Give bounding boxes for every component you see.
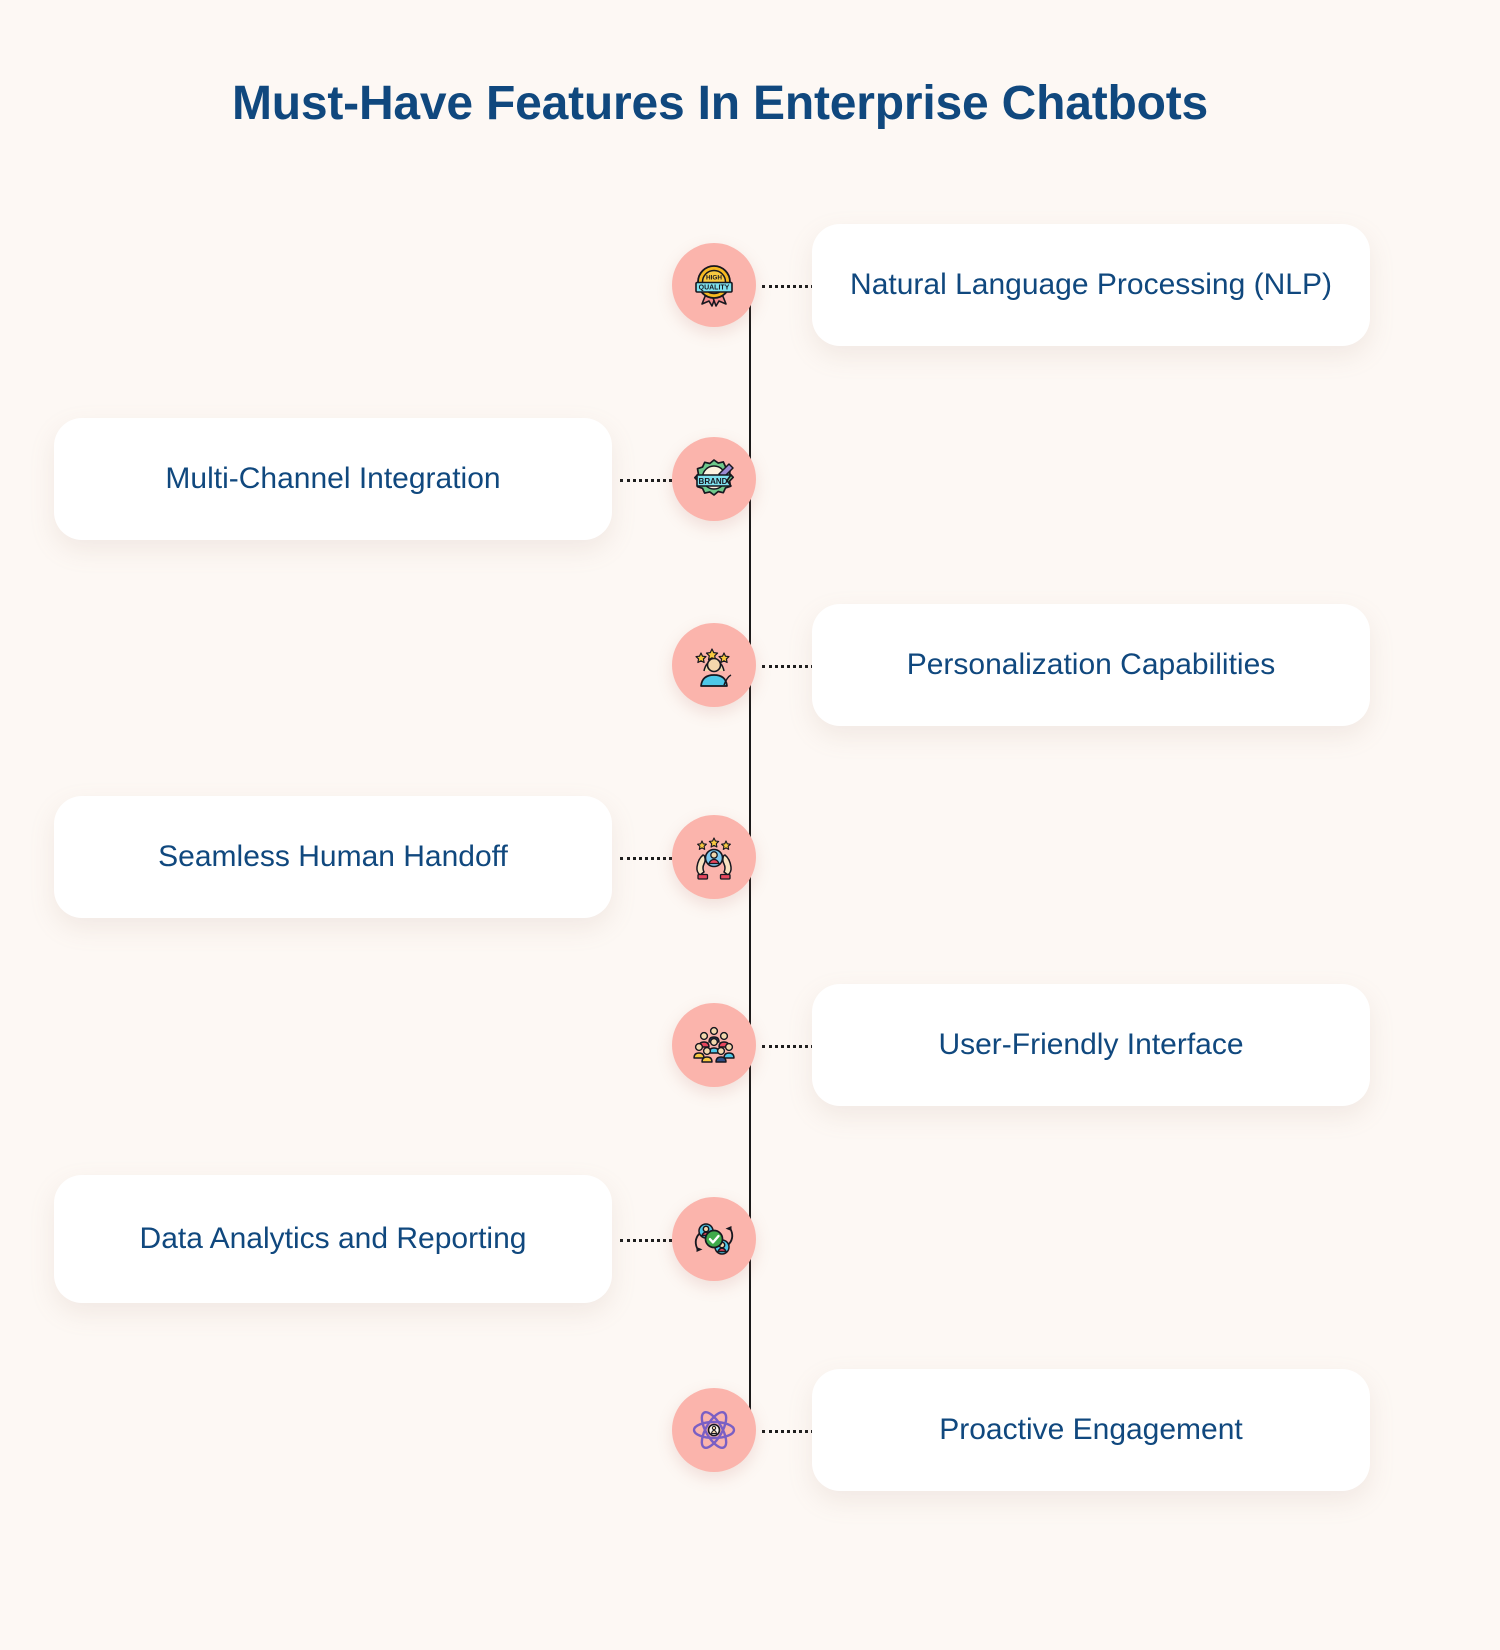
feature-card-label: Natural Language Processing (NLP) (850, 268, 1332, 302)
connector-dotted-line (762, 285, 814, 288)
connector-dotted-line (762, 1430, 814, 1433)
connector-dotted-line (762, 1045, 814, 1048)
people-cycle-check-icon (694, 1223, 734, 1255)
connector-dotted-line (620, 857, 672, 860)
node-person-with-stars-icon[interactable] (672, 623, 756, 707)
feature-card-label: User-Friendly Interface (938, 1028, 1244, 1062)
person-with-stars-icon (695, 648, 732, 687)
connector-dotted-line (762, 665, 814, 668)
svg-text:BRAND: BRAND (699, 477, 728, 486)
node-group-of-people-icon[interactable] (672, 1003, 756, 1087)
connector-dotted-line (620, 1239, 672, 1242)
feature-card-label: Data Analytics and Reporting (139, 1222, 527, 1256)
node-people-cycle-check-icon[interactable] (672, 1197, 756, 1281)
feature-card[interactable]: Multi-Channel Integration (54, 418, 612, 540)
feature-card[interactable]: Proactive Engagement (812, 1369, 1370, 1491)
feature-card-label: Personalization Capabilities (906, 648, 1276, 682)
page-title: Must-Have Features In Enterprise Chatbot… (231, 77, 1208, 130)
node-high-quality-badge-icon[interactable]: HIGH QUALITY (672, 243, 756, 327)
brand-paintbrush-badge-icon: BRAND (693, 459, 735, 496)
feature-card[interactable]: Personalization Capabilities (812, 604, 1370, 726)
feature-card-label: Multi-Channel Integration (165, 462, 501, 496)
svg-text:QUALITY: QUALITY (699, 285, 730, 292)
feature-card[interactable]: Seamless Human Handoff (54, 796, 612, 918)
feature-card-label: Proactive Engagement (939, 1413, 1243, 1447)
feature-card-label: Seamless Human Handoff (158, 840, 508, 874)
feature-card[interactable]: Natural Language Processing (NLP) (812, 224, 1370, 346)
atom-icon (692, 1411, 736, 1449)
high-quality-badge-icon: HIGH QUALITY (695, 265, 733, 307)
feature-card[interactable]: User-Friendly Interface (812, 984, 1370, 1106)
svg-text:HIGH: HIGH (706, 275, 722, 282)
node-hands-holding-person-icon[interactable] (672, 815, 756, 899)
group-of-people-icon (693, 1026, 735, 1063)
node-atom-icon[interactable] (672, 1388, 756, 1472)
node-brand-paintbrush-badge-icon[interactable]: BRAND (672, 437, 756, 521)
connector-dotted-line (620, 479, 672, 482)
feature-card[interactable]: Data Analytics and Reporting (54, 1175, 612, 1303)
hands-holding-person-icon (696, 837, 732, 880)
